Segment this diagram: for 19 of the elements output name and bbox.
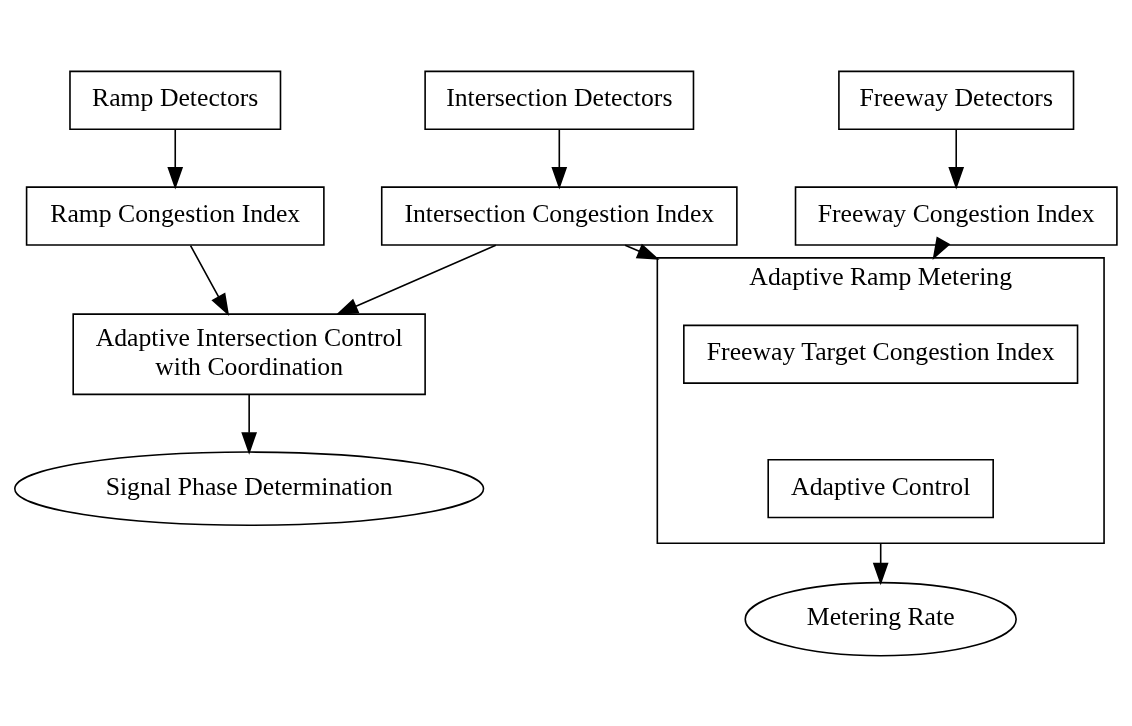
node-box: Ramp Congestion Index: [25, 185, 325, 246]
node-box: Freeway Target Congestion Index: [683, 324, 1079, 384]
arrow: [872, 541, 889, 585]
arrow: [948, 128, 965, 189]
arrow: [551, 128, 568, 189]
node-box: Intersection Congestion Index: [380, 185, 738, 246]
arrow: [167, 128, 184, 189]
arrow: [189, 244, 230, 316]
arrow: [932, 235, 951, 260]
node-box: Intersection Detectors: [424, 70, 695, 130]
arrow: [335, 244, 497, 315]
node-box: Adaptive Control: [767, 458, 994, 518]
arrow: [241, 393, 258, 455]
node-ellipse: Signal Phase Determination: [14, 450, 485, 526]
node-ellipse: Metering Rate: [744, 581, 1017, 657]
node-box: Freeway Detectors: [838, 70, 1075, 130]
node-box: Adaptive Intersection Control with Coordination: [72, 312, 426, 395]
node-box: Ramp Detectors: [69, 70, 282, 130]
arrow: [624, 243, 660, 260]
